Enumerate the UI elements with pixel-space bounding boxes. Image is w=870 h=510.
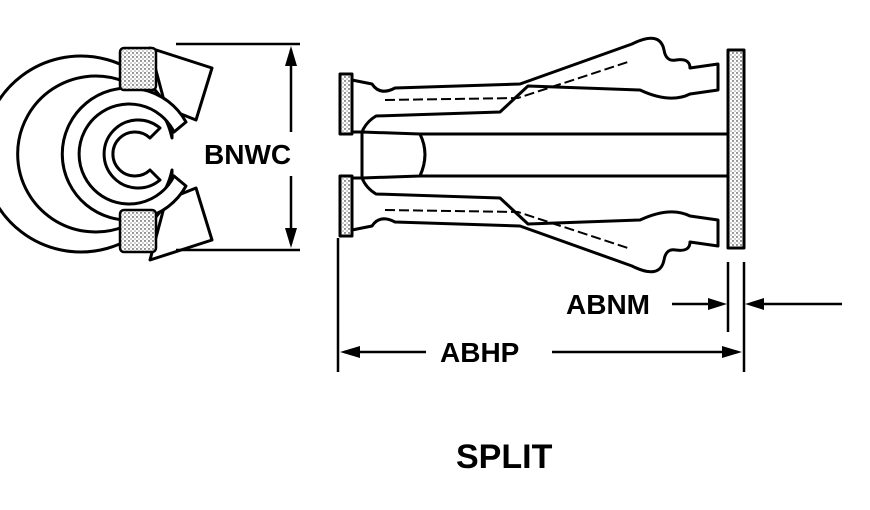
lower-lip [338,174,354,238]
bnwc-dimension [176,42,300,252]
upper-lip [338,72,354,136]
bottom-slot [118,208,158,254]
side-view [338,36,746,274]
inner-c [102,118,162,190]
lower-leg [340,176,720,274]
end-view [0,46,214,262]
abnm-label: ABNM [566,289,650,320]
middle-c-ring [60,86,188,222]
abnm-dimension [672,262,842,372]
abhp-dimension [336,238,742,372]
diagram-caption: SPLIT [456,438,553,476]
upper-leg [340,36,720,134]
body-core [418,132,732,178]
split-body [360,130,427,180]
abhp-label: ABHP [440,337,519,368]
top-slot [118,46,158,92]
leg-detail-lines [384,61,629,249]
bnwc-label: BNWC [204,139,291,170]
head-flange [726,48,746,250]
